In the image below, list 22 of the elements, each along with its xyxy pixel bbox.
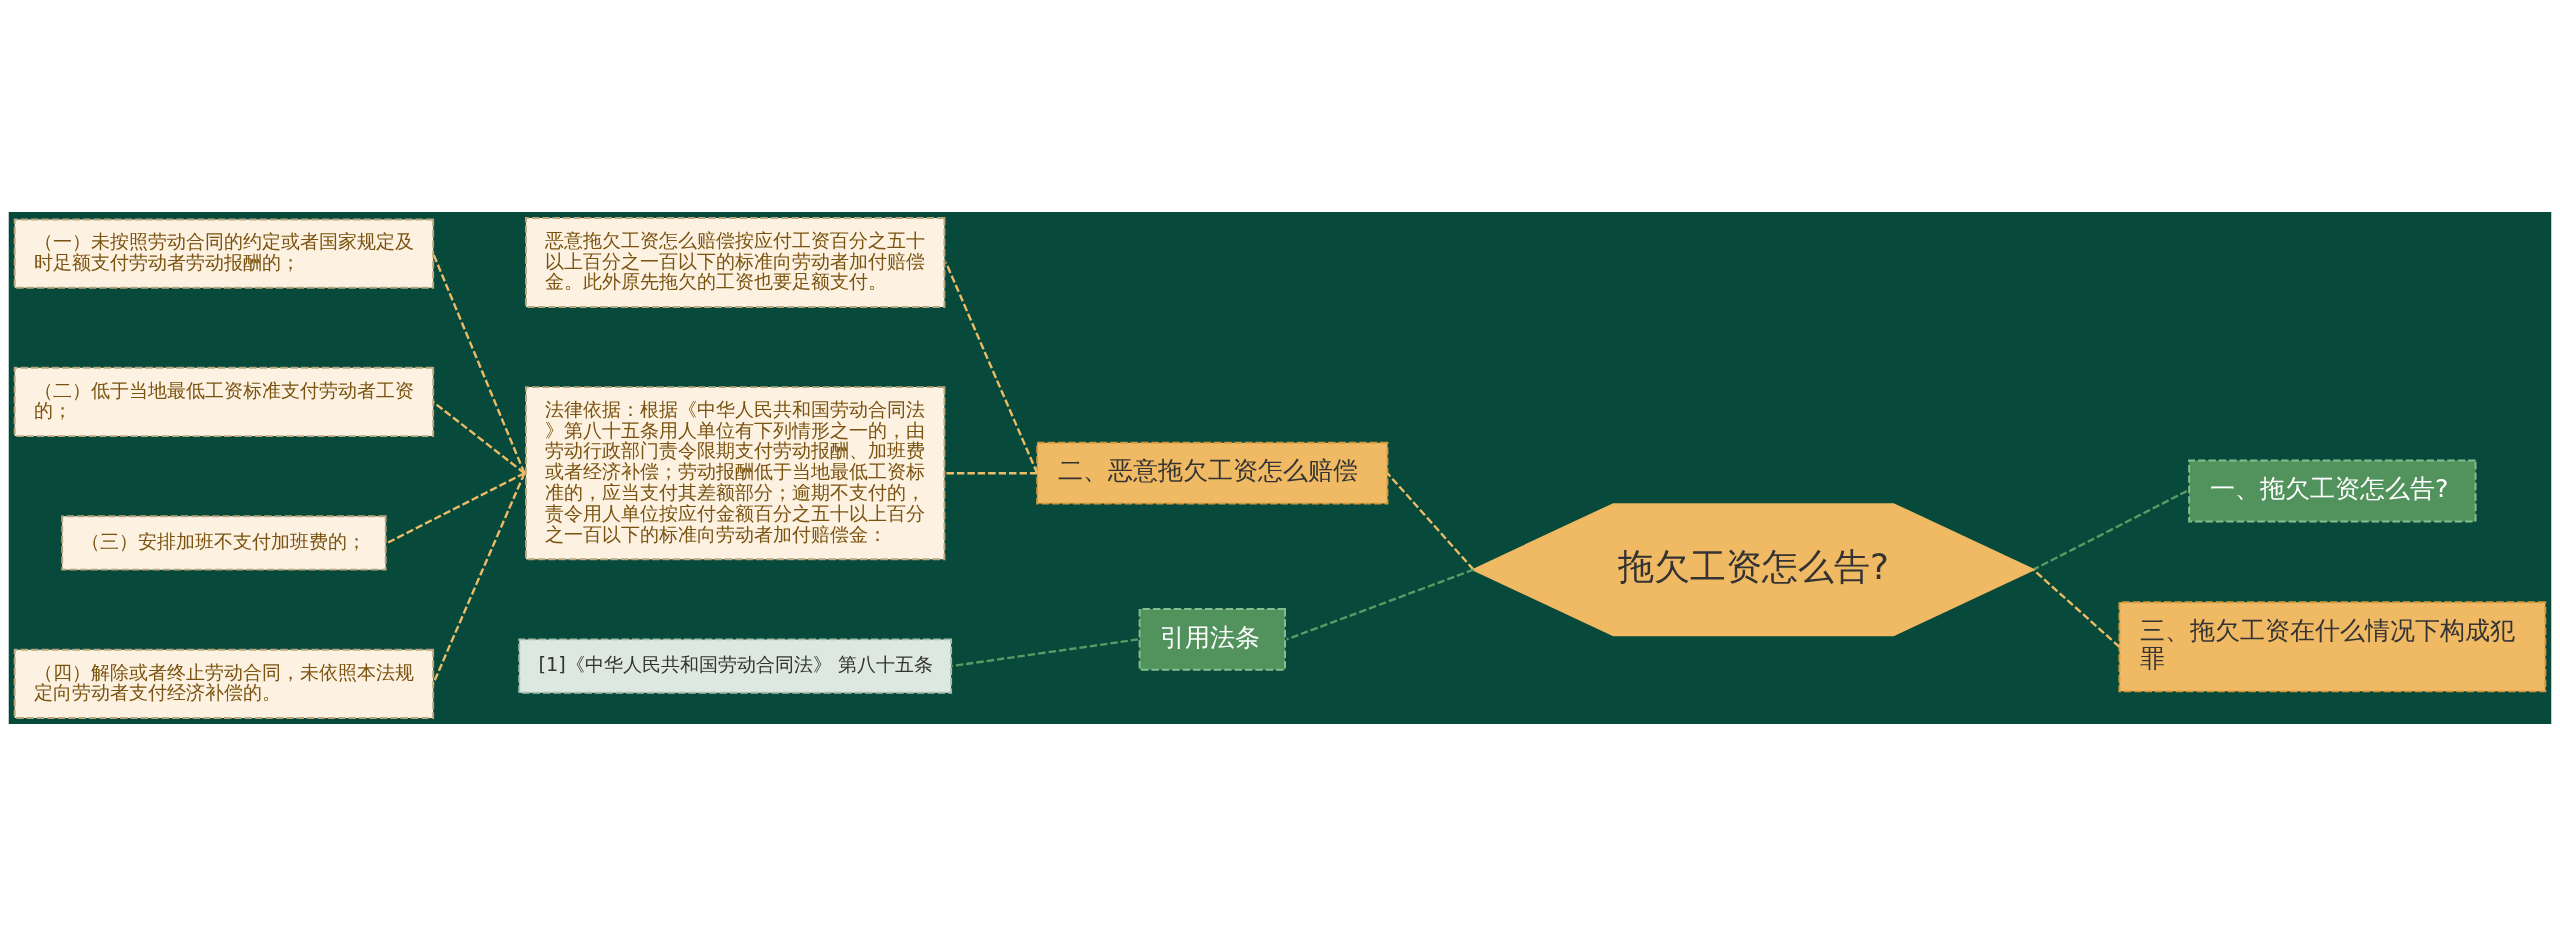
connector bbox=[944, 261, 1039, 474]
connector bbox=[386, 471, 525, 544]
connector bbox=[2032, 568, 2121, 648]
node-box: 一、拖欠工资怎么告? bbox=[2188, 459, 2477, 522]
connector bbox=[950, 637, 1139, 667]
node-box: 引用法条 bbox=[1138, 607, 1286, 671]
connector bbox=[1386, 471, 1475, 570]
node-box: 恶意拖欠工资怎么赔偿按应付工资百分之五十以上百分之一百以下的标准向劳动者加付赔偿金。此外原先拖欠的工资也要足额支付。 bbox=[524, 216, 946, 308]
node-box: （四）解除或者终止劳动合同，未依照本法规定向劳动者支付经济补偿的。 bbox=[13, 648, 435, 719]
connector bbox=[1286, 568, 1474, 641]
node-box: （二）低于当地最低工资标准支付劳动者工资的； bbox=[13, 366, 435, 437]
node-box: 三、拖欠工资在什么情况下构成犯罪 bbox=[2118, 600, 2547, 692]
connector bbox=[945, 471, 1038, 474]
connector bbox=[2032, 489, 2188, 571]
connector bbox=[432, 252, 526, 474]
node-box: （一）未按照劳动合同的约定或者国家规定及时足额支付劳动者劳动报酬的； bbox=[13, 217, 435, 289]
connector bbox=[432, 400, 526, 474]
node-box: [1]《中华人民共和国劳动合同法》 第八十五条 bbox=[518, 637, 953, 694]
node-box: （三）安排加班不支付加班费的； bbox=[61, 514, 387, 571]
node-box: 法律依据：根据《中华人民共和国劳动合同法》第八十五条用人单位有下列情形之一的，由劳动行政部门责令限期支付劳动报酬、加班费或者经济补偿；劳动报酬低于当地最低工资标准的，应当支付其差额部分；逾期不支付的，责令用人单位按应付金额百分之五十以上百分之一百以下的标准向劳动者加付赔偿金： bbox=[524, 385, 946, 560]
node-box: 二、恶意拖欠工资怎么赔偿 bbox=[1036, 441, 1389, 505]
connector bbox=[432, 472, 526, 684]
